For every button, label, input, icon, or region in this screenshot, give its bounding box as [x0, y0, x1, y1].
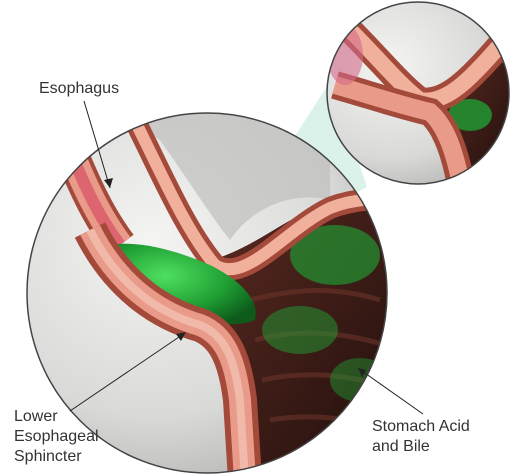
stomach-acid-leader — [358, 368, 423, 414]
esophagus-label: Esophagus — [39, 79, 119, 99]
les-label-line-1: Lower — [14, 407, 99, 427]
acid-label-line-1: Stomach Acid — [372, 417, 470, 437]
les-label-line-3: Sphincter — [14, 447, 99, 467]
les-label-line-2: Esophageal — [14, 427, 99, 447]
stomach-acid-label: Stomach Acid and Bile — [372, 417, 470, 457]
acid-label-line-2: and Bile — [372, 437, 470, 457]
lower-esophageal-sphincter-label: Lower Esophageal Sphincter — [14, 407, 99, 467]
